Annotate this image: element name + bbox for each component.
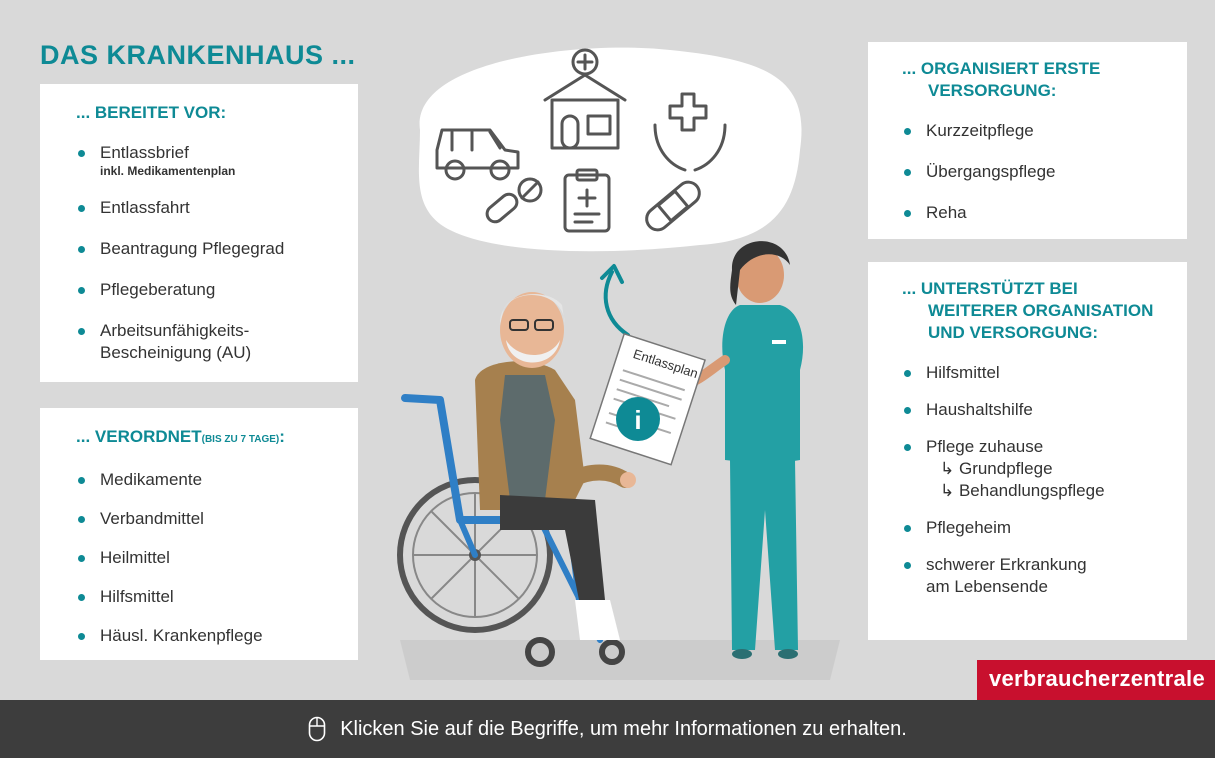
sub-item-grundpflege[interactable]: ↳ Grundpflege: [940, 459, 1053, 478]
prepares-list: Entlassbrief inkl. Medikamentenplan Entl…: [76, 142, 338, 364]
mouse-icon: [308, 716, 326, 742]
item-label: Beantragung Pflegegrad: [100, 239, 285, 258]
bandage-icon[interactable]: [642, 178, 704, 235]
list-item-hilfsmittel-support[interactable]: Hilfsmittel: [902, 362, 1167, 384]
list-item-entlassbrief[interactable]: Entlassbrief inkl. Medikamentenplan: [76, 142, 338, 178]
discharge-illustration: Entlassplan i: [397, 47, 840, 680]
info-icon[interactable]: i: [616, 397, 660, 441]
card-first-care: ... ORGANISIERT ERSTE VERSORGUNG: Kurzze…: [868, 42, 1187, 239]
arrow-icon: [603, 270, 630, 337]
list-item-uebergangspflege[interactable]: Übergangspflege: [902, 161, 1167, 183]
list-item-kurzzeitpflege[interactable]: Kurzzeitpflege: [902, 120, 1167, 142]
prescribes-list: Medikamente Verbandmittel Heilmittel Hil…: [76, 469, 338, 647]
support-list: Hilfsmittel Haushaltshilfe Pflege zuhaus…: [902, 362, 1167, 598]
heading-line: ... UNTERSTÜTZT BEI: [902, 279, 1078, 298]
list-item-au[interactable]: Arbeitsunfähigkeits- Bescheinigung (AU): [76, 320, 338, 364]
list-item-entlassfahrt[interactable]: Entlassfahrt: [76, 197, 338, 219]
list-item-heilmittel[interactable]: Heilmittel: [76, 547, 338, 569]
item-label: Entlassfahrt: [100, 198, 190, 217]
card-heading-first-care: ... ORGANISIERT ERSTE VERSORGUNG:: [902, 58, 1167, 102]
card-prepares: ... BEREITET VOR: Entlassbrief inkl. Med…: [40, 84, 358, 382]
hospital-icon[interactable]: [543, 48, 627, 150]
card-heading-support: ... UNTERSTÜTZT BEI WEITERER ORGANISATIO…: [902, 278, 1167, 344]
car-icon[interactable]: [435, 128, 520, 181]
heading-line: ... ORGANISIERT ERSTE: [902, 59, 1101, 78]
list-item-verbandmittel[interactable]: Verbandmittel: [76, 508, 338, 530]
list-item-hilfsmittel[interactable]: Hilfsmittel: [76, 586, 338, 608]
sub-item-behandlungspflege[interactable]: ↳ Behandlungspflege: [940, 481, 1105, 500]
heading-line: VERSORGUNG:: [928, 81, 1057, 100]
heading-colon: :: [279, 427, 285, 446]
clipboard-icon[interactable]: [563, 168, 611, 233]
heading-text: ... VERORDNET: [76, 427, 202, 446]
arrow-head: [600, 264, 624, 284]
nurse-figure: [680, 241, 804, 659]
list-item-pflege-zuhause[interactable]: Pflege zuhause ↳ Grundpflege ↳ Behandlun…: [902, 436, 1167, 502]
item-label: schwerer Erkrankung: [926, 555, 1087, 574]
item-label-line2: Bescheinigung (AU): [100, 343, 252, 362]
item-label-line2: am Lebensende: [926, 577, 1048, 596]
list-item-haushaltshilfe[interactable]: Haushaltshilfe: [902, 399, 1167, 421]
item-label: Arbeitsunfähigkeits-: [100, 321, 250, 340]
patient-figure: [475, 292, 636, 640]
list-item-medikamente[interactable]: Medikamente: [76, 469, 338, 491]
card-heading-prescribes: ... VERORDNET(BIS ZU 7 TAGE):: [76, 426, 338, 451]
heading-line: WEITERER ORGANISATION: [928, 301, 1154, 320]
heading-line: UND VERSORGUNG:: [928, 323, 1099, 342]
list-item-lebensende[interactable]: schwerer Erkrankung am Lebensende: [902, 554, 1167, 598]
verbraucherzentrale-logo: verbraucherzentrale: [976, 660, 1215, 700]
item-label: Pflegeberatung: [100, 280, 216, 299]
first-care-list: Kurzzeitpflege Übergangspflege Reha: [902, 120, 1167, 224]
footer-hint: Klicken Sie auf die Begriffe, um mehr In…: [340, 717, 907, 740]
list-item-reha[interactable]: Reha: [902, 202, 1167, 224]
heading-small: (BIS ZU 7 TAGE): [201, 434, 280, 445]
card-prescribes: ... VERORDNET(BIS ZU 7 TAGE): Medikament…: [40, 408, 358, 660]
care-hands-icon[interactable]: [653, 92, 727, 172]
page-title: DAS KRANKENHAUS ...: [40, 40, 356, 70]
card-support: ... UNTERSTÜTZT BEI WEITERER ORGANISATIO…: [868, 262, 1187, 640]
item-sublabel: inkl. Medikamentenplan: [100, 164, 236, 178]
list-item-pflegeheim[interactable]: Pflegeheim: [902, 517, 1167, 539]
list-item-pflegeberatung[interactable]: Pflegeberatung: [76, 279, 338, 301]
item-label: Pflege zuhause: [926, 437, 1044, 456]
list-item-krankenpflege[interactable]: Häusl. Krankenpflege: [76, 625, 338, 647]
item-label: Entlassbrief: [100, 143, 189, 162]
info-glyph: i: [634, 405, 641, 435]
footer-bar: Klicken Sie auf die Begriffe, um mehr In…: [0, 700, 1215, 758]
list-item-pflegegrad[interactable]: Beantragung Pflegegrad: [76, 238, 338, 260]
card-heading-prepares: ... BEREITET VOR:: [76, 103, 227, 122]
pills-icon[interactable]: [484, 177, 543, 225]
